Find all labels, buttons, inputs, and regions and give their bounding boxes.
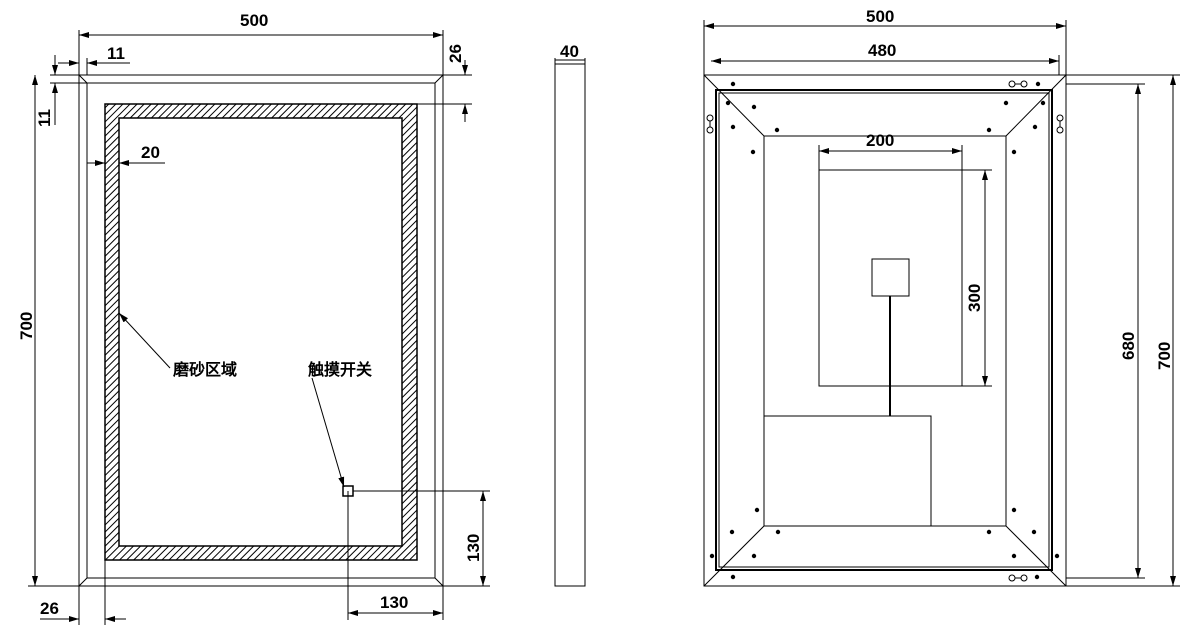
front-corner-tl bbox=[78, 74, 88, 84]
frosted-leader bbox=[118, 312, 171, 369]
front-view bbox=[78, 74, 444, 587]
switch-x-label: 130 bbox=[380, 593, 408, 612]
front-strip-width-label: 20 bbox=[141, 143, 160, 162]
back-height-inner-label: 680 bbox=[1119, 332, 1138, 360]
front-bracket-top-label: 26 bbox=[446, 44, 465, 63]
front-dimensions bbox=[28, 30, 490, 625]
front-corner-br bbox=[434, 577, 444, 587]
box-width-label: 200 bbox=[866, 131, 894, 150]
front-labels: 500 11 26 11 700 20 26 磨砂区域 触摸开关 130 130 bbox=[17, 11, 483, 618]
back-labels: 500 480 200 300 680 700 bbox=[866, 7, 1174, 370]
front-inner-frame bbox=[86, 82, 436, 579]
frosted-area-label: 磨砂区域 bbox=[173, 360, 237, 379]
back-width-inner-label: 480 bbox=[868, 41, 896, 60]
back-center-panel bbox=[763, 135, 1007, 527]
front-corner-tr bbox=[434, 74, 444, 84]
front-outer-frame bbox=[78, 74, 444, 587]
front-frame-top-label: 11 bbox=[35, 109, 54, 127]
side-view bbox=[554, 58, 586, 587]
hanger-icon-right bbox=[1056, 114, 1064, 134]
touch-switch-label: 触摸开关 bbox=[307, 360, 372, 379]
box-height-label: 300 bbox=[965, 284, 984, 312]
front-frame-left-label: 11 bbox=[107, 44, 125, 63]
back-inner-frame bbox=[715, 89, 1053, 571]
back-view bbox=[703, 74, 1067, 587]
driver-box-icon bbox=[871, 258, 910, 297]
screw-dots bbox=[709, 81, 1060, 580]
back-corner-tr bbox=[1005, 74, 1067, 137]
side-depth-label: 40 bbox=[560, 42, 579, 61]
front-height-label: 700 bbox=[17, 312, 36, 340]
hanger-icon-bottom bbox=[1008, 574, 1028, 582]
hanger-icon-top bbox=[1008, 80, 1028, 88]
switch-y-label: 130 bbox=[464, 534, 483, 562]
front-corner-bl bbox=[78, 577, 88, 587]
back-height-outer-label: 700 bbox=[1155, 342, 1174, 370]
frosted-area bbox=[104, 103, 418, 561]
front-bracket-left-label: 26 bbox=[40, 599, 59, 618]
back-corner-bl bbox=[703, 525, 765, 587]
side-profile bbox=[554, 63, 586, 587]
power-box bbox=[763, 415, 932, 527]
front-width-label: 500 bbox=[240, 11, 268, 30]
back-corner-tl bbox=[703, 74, 765, 137]
back-outer-frame bbox=[703, 74, 1067, 587]
back-corner-br bbox=[1005, 525, 1067, 587]
back-width-outer-label: 500 bbox=[866, 7, 894, 26]
touch-leader bbox=[311, 377, 345, 488]
back-inner-frame-2 bbox=[718, 92, 1050, 568]
hanger-icon-left bbox=[706, 114, 714, 134]
back-dimensions bbox=[703, 20, 1180, 587]
